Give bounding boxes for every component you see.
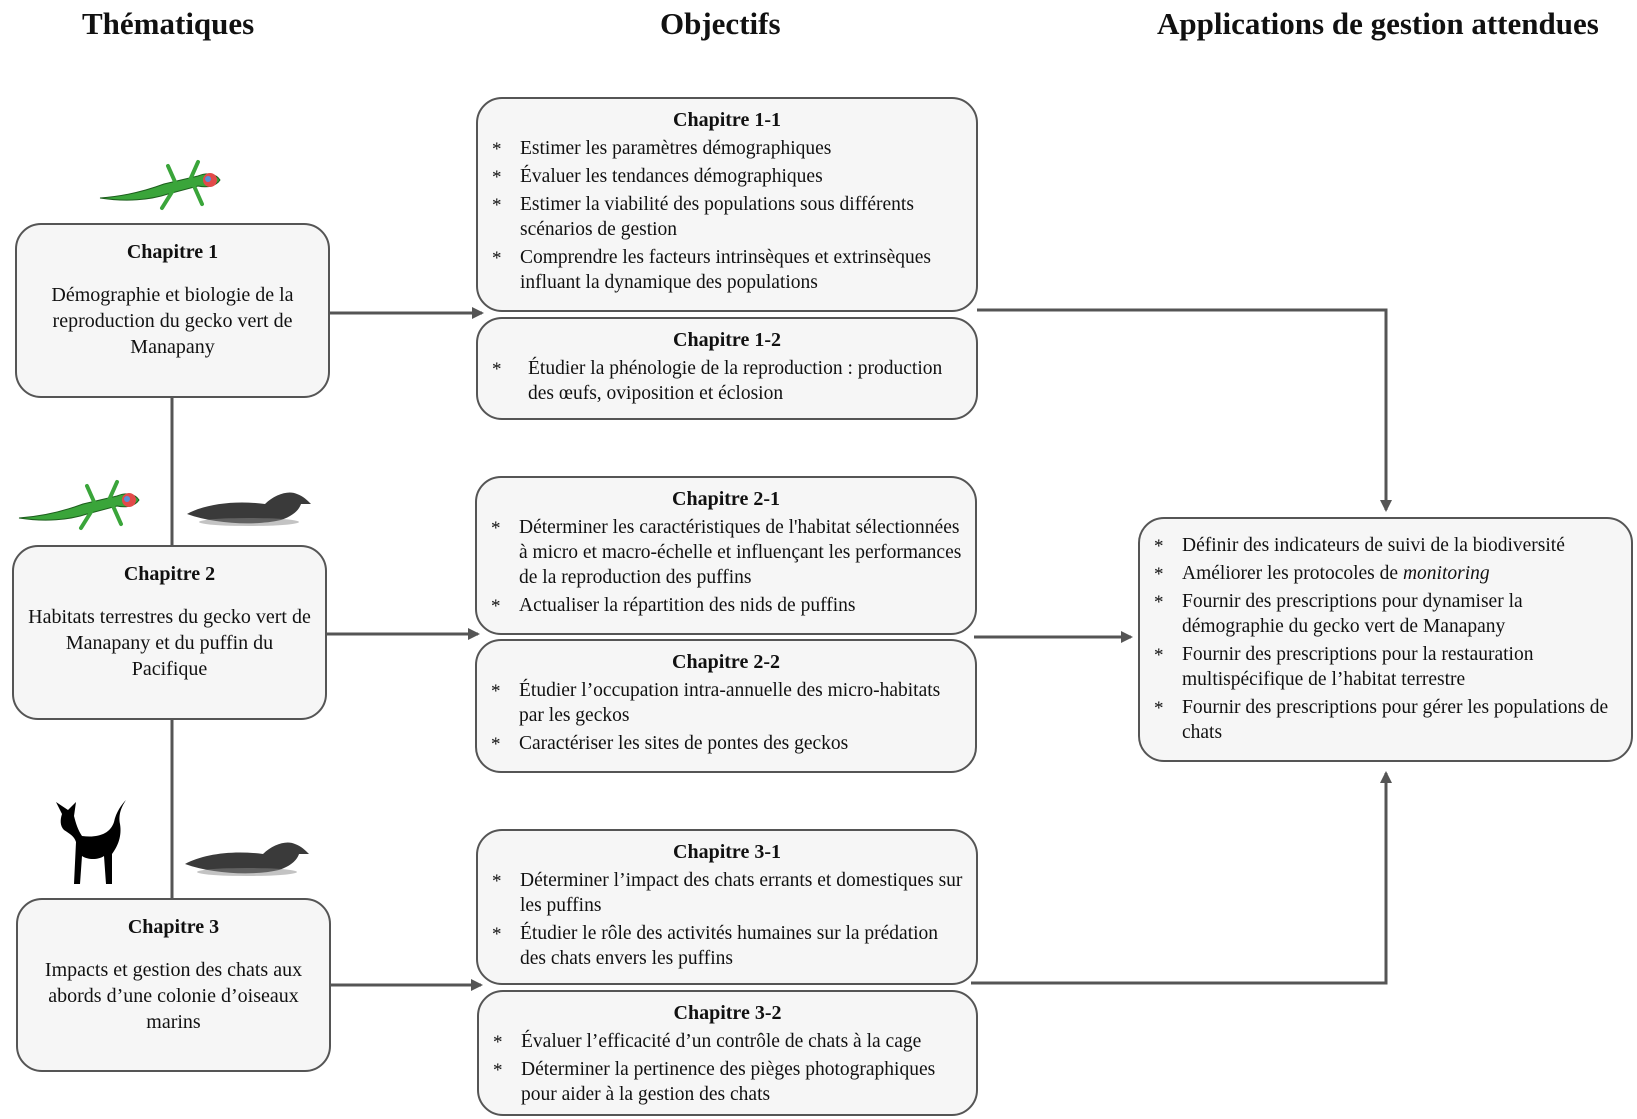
objective-title: Chapitre 3-2 <box>673 1002 782 1024</box>
theme-title: Chapitre 2 <box>123 563 216 585</box>
arrow-obj1 <box>977 308 1392 512</box>
gecko-icon-1 <box>99 160 221 210</box>
application-item: Définir des indicateurs de suivi de la b… <box>1152 533 1621 559</box>
theme-description: Impacts et gestion des chats aux abords … <box>44 959 303 1033</box>
objective-box-1-1: Chapitre 1-1 Estimer les paramètres démo… <box>476 97 978 312</box>
objective-item: Estimer les paramètres démographiques <box>490 136 964 162</box>
objective-item: Caractériser les sites de pontes des gec… <box>489 731 963 757</box>
application-item: Fournir des prescriptions pour dynamiser… <box>1152 589 1621 639</box>
objective-item: Estimer la viabilité des populations sou… <box>490 192 964 242</box>
arrow-obj3 <box>971 771 1392 985</box>
theme-box-2: Chapitre 2 Habitats terrestres du gecko … <box>12 545 327 720</box>
application-item: Fournir des prescriptions pour gérer les… <box>1152 695 1621 745</box>
objective-title: Chapitre 2-1 <box>672 488 780 510</box>
objective-item: Étudier la phénologie de la reproduction… <box>490 356 964 406</box>
theme-box-3: Chapitre 3 Impacts et gestion des chats … <box>16 898 331 1072</box>
cat-icon <box>56 800 126 884</box>
header-applications: Applications de gestion attendues <box>1157 6 1599 41</box>
objective-title: Chapitre 1-2 <box>673 329 781 351</box>
objective-box-3-2: Chapitre 3-2 Évaluer l’efficacité d’un c… <box>477 990 978 1116</box>
header-objectives: Objectifs <box>660 6 781 41</box>
applications-box: Définir des indicateurs de suivi de la b… <box>1138 517 1633 762</box>
gecko-icon-2 <box>18 480 140 530</box>
objective-title: Chapitre 1-1 <box>673 109 781 131</box>
application-item-text: Améliorer les protocoles de <box>1182 563 1403 584</box>
objective-box-2-1: Chapitre 2-1 Déterminer les caractéristi… <box>475 476 977 635</box>
objective-item: Étudier le rôle des activités humaines s… <box>490 921 964 971</box>
shearwater-icon-1 <box>187 492 311 526</box>
objective-box-2-2: Chapitre 2-2 Étudier l’occupation intra-… <box>475 639 977 773</box>
objective-item: Évaluer les tendances démographiques <box>490 164 964 190</box>
objective-item: Étudier l’occupation intra-annuelle des … <box>489 678 963 728</box>
objective-item: Évaluer l’efficacité d’un contrôle de ch… <box>491 1029 964 1055</box>
objective-title: Chapitre 3-1 <box>673 841 781 863</box>
objective-box-1-2: Chapitre 1-2 Étudier la phénologie de la… <box>476 317 978 420</box>
objective-item: Actualiser la répartition des nids de pu… <box>489 593 963 619</box>
objective-title: Chapitre 2-2 <box>672 651 780 673</box>
application-item: Améliorer les protocoles de monitoring <box>1152 561 1621 587</box>
objective-item: Déterminer la pertinence des pièges phot… <box>491 1057 964 1107</box>
objective-box-3-1: Chapitre 3-1 Déterminer l’impact des cha… <box>476 829 978 985</box>
theme-description: Habitats terrestres du gecko vert de Man… <box>28 606 311 680</box>
theme-title: Chapitre 3 <box>127 916 220 938</box>
theme-box-1: Chapitre 1 Démographie et biologie de la… <box>15 223 330 398</box>
objective-item: Déterminer l’impact des chats errants et… <box>490 868 964 918</box>
objective-item: Déterminer les caractéristiques de l'hab… <box>489 515 963 590</box>
objective-item: Comprendre les facteurs intrinsèques et … <box>490 245 964 295</box>
header-themes: Thématiques <box>82 6 255 41</box>
theme-title: Chapitre 1 <box>126 241 219 263</box>
application-emphasis: monitoring <box>1402 563 1490 584</box>
shearwater-icon-2 <box>185 842 309 876</box>
application-item: Fournir des prescriptions pour la restau… <box>1152 642 1621 692</box>
theme-description: Démographie et biologie de la reproducti… <box>51 284 294 358</box>
